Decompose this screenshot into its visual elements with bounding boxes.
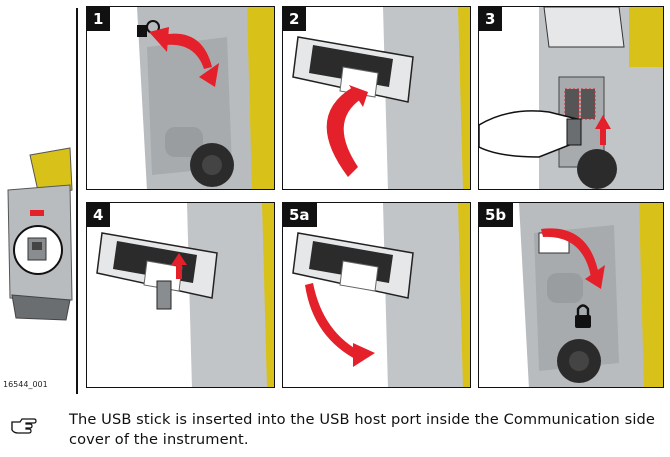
step-label: 1 bbox=[87, 7, 111, 31]
instruction-figure: 1 2 3 bbox=[0, 6, 664, 394]
step-label: 3 bbox=[479, 7, 503, 31]
step-label: 4 bbox=[87, 203, 111, 227]
step-label: 5b bbox=[479, 203, 514, 227]
step-label: 5a bbox=[283, 203, 317, 227]
figure-number: 16544_001 bbox=[3, 380, 48, 389]
step-panel-2: 2 bbox=[282, 6, 471, 190]
step-panel-4: 4 bbox=[86, 202, 275, 388]
divider-line bbox=[76, 8, 78, 394]
step-panel-5b: 5b bbox=[478, 202, 664, 388]
step-panel-3: 3 bbox=[478, 6, 664, 190]
step-panel-5a: 5a bbox=[282, 202, 471, 388]
step-label: 2 bbox=[283, 7, 307, 31]
step-panel-1: 1 bbox=[86, 6, 275, 190]
pointing-hand-icon bbox=[11, 418, 37, 434]
note-text: The USB stick is inserted into the USB h… bbox=[69, 411, 655, 448]
instrument-overview bbox=[0, 130, 80, 330]
